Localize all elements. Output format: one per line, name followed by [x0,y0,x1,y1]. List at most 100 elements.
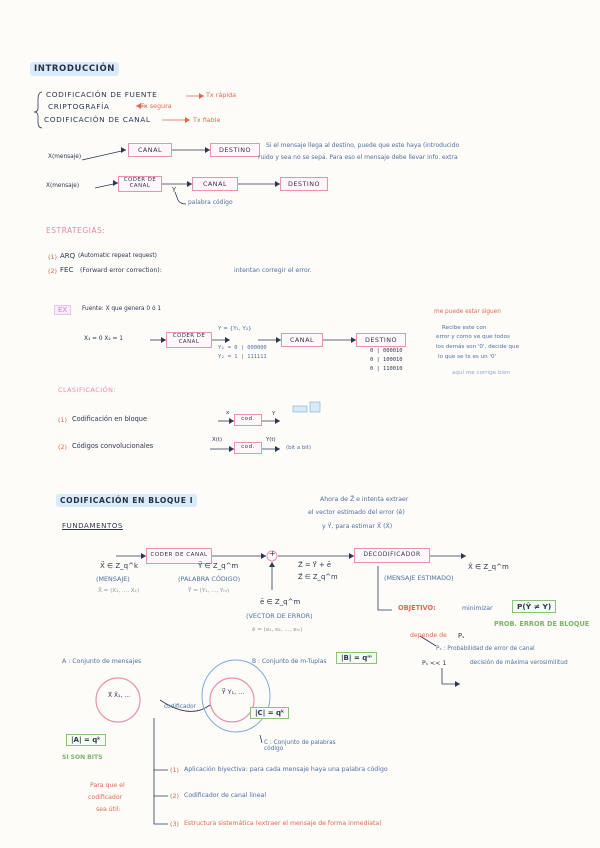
clas-1-y: Y [272,411,276,417]
ejemplo-fix: aquí me corrige bien [452,370,510,376]
bloque-estimado: (MENSAJE ESTIMADO) [384,574,454,582]
diagram2-note: palabra código [188,199,233,206]
bloque-ps-cond: Pₛ << 1 [422,660,447,667]
ejemplo-header: Fuente: X que genera 0 ó 1 [82,306,162,312]
ejemplo-inputs: X₁ = 0 X₂ = 1 [84,336,123,342]
bloque-prob: P(Ŷ ≠ Y) [512,600,557,613]
estrategia-1-label: ARQ [60,252,76,260]
ejemplo-coder: CODER DE CANAL [166,332,212,348]
intro-note-2: Tx segura [140,102,172,110]
intro-item-3: CODIFICACIÓN DE CANAL [44,115,151,124]
clas-1-num: (1) [58,416,68,424]
bloque-ps-arrow: decisión de máxima verosimilitud [470,660,568,666]
intro-note-3: Tx fiable [193,116,221,124]
bloque-depende: depende de [410,632,447,639]
bloque-a-def: A : Conjunto de mensajes [62,658,142,665]
cond-2-text: Codificador de canal lineal [184,792,267,799]
diagram2-destino: DESTINO [280,177,328,191]
clas-1-cod: cod. [234,414,262,426]
bloque-error: (VECTOR DE ERROR) [246,612,313,620]
clas-2-x: X(t) [212,437,223,443]
intro-title: INTRODUCCIÓN [30,62,119,76]
estrategias-title: ESTRATEGIAS: [46,226,106,235]
estrategia-1-num: (1) [48,253,58,261]
clas-2-y: Y(t) [266,437,276,443]
bloque-z-eq: Z⃗ = Y⃗ + ē [298,561,332,569]
para-1: Para que el [90,782,125,789]
bloque-a-card: |A| = qᵏ [66,734,106,746]
circle-c-content: Y⃗ Y₁, ... [221,688,245,696]
para-3: sea útil: [96,806,121,813]
clas-1-label: Codificación en bloque [72,415,148,423]
estrategia-2-text: (Forward error correction): [80,267,162,274]
diagram1-input: X(mensaje) [48,154,82,160]
ejemplo-recv-3: 0 | 110010 [370,366,403,372]
bloque-top-note-1: Ahora de Z⃗ e intenta extraer [320,496,409,503]
bloque-objetivo: OBJETIVO: [398,604,436,612]
bloque-c-card: |C| = qᵏ [250,707,290,719]
diagram2-y: Y [172,186,177,194]
bloque-b-def: B : Conjunto de m-Tuplas [252,658,327,665]
clas-1-x: x [226,410,230,416]
ejemplo-y1: Y₁ = 0 | 000000 [218,345,267,351]
bloque-x-vec: X⃗ ∈ Z_q^k [100,562,139,570]
bloque-x-hat: X̂ ∈ Z_q^m [468,563,509,571]
clasificacion-title: CLASIFICACIÓN: [58,386,117,394]
fundamentos: FUNDAMENTOS [62,522,123,530]
bloque-y-comp: Y⃗ = (Y₁, ..., Yₘ) [188,588,230,594]
bloque-binary: SI SON BITS [62,754,103,761]
ejemplo-y-set: Y = {Y₁, Y₂} [218,326,252,332]
bloque-c-def: C : Conjunto de palabras código [264,740,336,752]
ejemplo-y2: Y₂ = 1 | 111111 [218,354,267,360]
bloque-e-comp: ē = (e₁, e₂, ..., eₘ) [252,627,303,633]
cond-1-text: Aplicación biyectiva: para cada mensaje … [184,766,388,773]
cond-3-text: Estructura sistemática (extraer el mensa… [184,820,382,827]
diagram1-canal: CANAL [128,143,172,157]
clas-2-label: Códigos convolucionales [72,442,154,450]
bloque-title: CODIFICACIÓN EN BLOQUE I [56,494,198,507]
clas-2-note: (bit a bit) [286,445,312,451]
bloque-b-card: |B| = qᵐ [336,652,377,664]
bloque-decoder: DECODIFICADOR [354,548,430,563]
codificador-label: codificador [164,704,197,710]
circle-a-content: X⃗ X̂₁, ... [107,692,131,699]
para-2: codificador [88,794,123,801]
estrategia-2-tail: intentan corregir el error. [234,267,312,274]
clas-2-num: (2) [58,443,68,451]
diagram1-note-2: ruido y sea no se sepa. Para eso el mens… [258,154,458,161]
bloque-z-in: Z⃗ ∈ Z_q^m [298,573,338,581]
bloque-ps: Pₛ [458,632,465,640]
bloque-ps-def: Pₛ : Probabilidad de error de canal [436,646,535,652]
bloque-mensaje: (MENSAJE) [96,575,130,583]
estrategia-2-label: FEC [60,266,74,274]
diagram2-canal: CANAL [192,177,238,191]
ejemplo-destino: DESTINO [356,333,406,347]
intro-item-1: CODIFICACIÓN DE FUENTE [46,90,158,99]
ejemplo-recv-1: 0 | 000010 [370,348,403,354]
diagram1-note-1: Si el mensaje llega al destino, puede qu… [266,142,460,149]
bloque-top-note-2: el vector estimado del error (ê) [308,509,405,516]
bloque-e-vec: ē ∈ Z_q^m [260,598,301,606]
cond-2-num: (2) [170,792,180,800]
plus-sign: + [269,549,276,558]
ejemplo-recv-2: 0 | 100010 [370,357,403,363]
diagram2-input: X(mensaje) [46,183,80,189]
bloque-x-comp: X⃗ = (X₁, ..., Xₖ) [98,588,140,594]
bloque-top-note-3: y Y⃗, para estimar X⃗ (X̂) [322,523,393,530]
ejemplo-blue-note-3: los demás son '0', decide que [436,344,520,350]
cond-1-num: (1) [170,766,180,774]
bloque-coder: CODER DE CANAL [146,548,212,564]
ejemplo-red-note: me puede estar siguen [434,309,501,315]
ejemplo-blue-note-4: lo que se tx es un '0' [438,354,497,360]
ejemplo-blue-note-1: Recibe este con [442,325,487,331]
ejemplo-canal: CANAL [281,333,323,347]
bloque-prob-err: PROB. ERROR DE BLOQUE [494,620,590,628]
diagram2-coder: CODER DE CANAL [118,176,162,192]
clas-2-cod: cod. [234,442,262,454]
ejemplo-tag: EX [54,305,72,315]
bloque-palabra: (PALABRA CÓDIGO) [178,575,241,583]
intro-item-2: CRIPTOGRAFÍA [48,102,110,111]
estrategia-1-text: (Automatic repeat request) [78,253,157,259]
diagram1-destino: DESTINO [210,143,260,157]
